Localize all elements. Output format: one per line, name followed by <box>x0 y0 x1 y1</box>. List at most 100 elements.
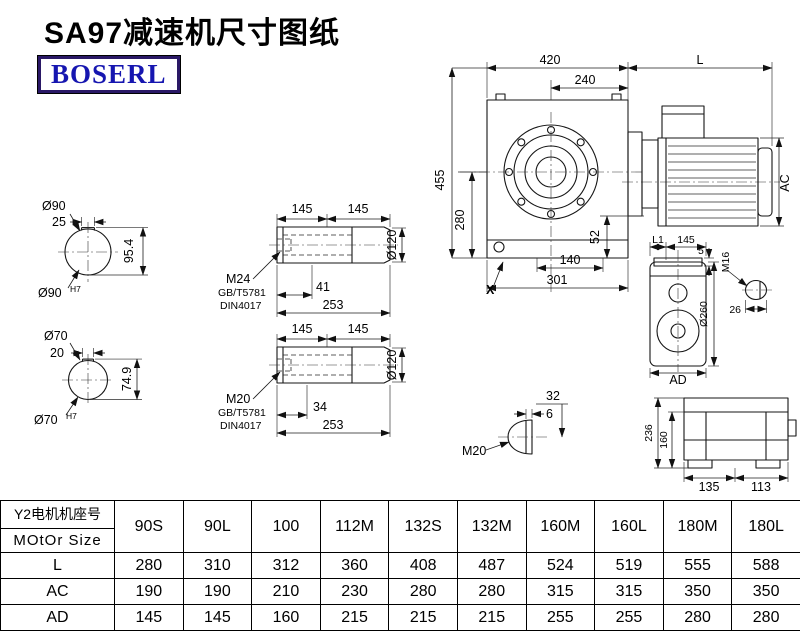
dim-6-label: 6 <box>546 407 553 421</box>
dimension-value-cell: 145 <box>183 605 252 631</box>
dim-160-label: 160 <box>658 431 670 449</box>
motor-size-column-header: 180M <box>663 501 732 553</box>
shaft-plug-view: 6 32 M20 <box>462 389 568 458</box>
motor <box>628 106 772 226</box>
thread-m20b-label: M20 <box>462 444 486 458</box>
dimension-value-cell: 145 <box>115 605 184 631</box>
table-header-row: Y2电机机座号 MOtOr Size 90S 90L 100 112M 132S… <box>1 501 800 553</box>
output-side-view: L1 145 5 M16 Ø260 26 AD <box>650 234 772 387</box>
dimension-value-cell: 215 <box>320 605 389 631</box>
dimension-value-cell: 588 <box>732 553 800 579</box>
dimension-value-cell: 280 <box>457 579 526 605</box>
dimension-value-cell: 230 <box>320 579 389 605</box>
dimension-value-cell: 315 <box>526 579 595 605</box>
dim-34-label: 34 <box>313 400 327 414</box>
fit-70-label: Ø70 <box>34 413 58 427</box>
dimension-row-label: AC <box>1 579 115 605</box>
dimension-value-cell: 360 <box>320 553 389 579</box>
corner-label-en: MOtOr Size <box>1 529 114 552</box>
hollow-shaft-bore-90-view: Ø90 25 95.4 Ø90 H7 <box>38 199 148 300</box>
table-row-L: L 280 310 312 360 408 487 524 519 555 58… <box>1 553 800 579</box>
dim-253b-label: 253 <box>323 418 344 432</box>
x-marker-label: X <box>486 283 495 297</box>
main-front-view: 420 L 240 455 280 52 AC 140 301 X <box>433 53 792 297</box>
dimension-value-cell: 190 <box>183 579 252 605</box>
thread-m24-label: M24 <box>226 272 250 286</box>
dimension-value-cell: 280 <box>663 605 732 631</box>
dim-240-label: 240 <box>575 73 596 87</box>
corner-label-cn: Y2电机机座号 <box>1 501 114 529</box>
dim-140-label: 140 <box>560 253 581 267</box>
motor-size-column-header: 160L <box>595 501 664 553</box>
dimension-value-cell: 350 <box>732 579 800 605</box>
thread-m20-label: M20 <box>226 392 250 406</box>
dimension-value-cell: 315 <box>595 579 664 605</box>
dim-L1-label: L1 <box>652 234 664 246</box>
thread-m16-label: M16 <box>720 252 732 273</box>
dimension-value-cell: 160 <box>252 605 321 631</box>
dimension-value-cell: 255 <box>526 605 595 631</box>
dim-135-label: 135 <box>699 480 720 494</box>
fit-90-label: Ø90 <box>38 286 62 300</box>
dia-90-label: Ø90 <box>42 199 66 213</box>
rear-dimensions <box>658 398 788 478</box>
dim-236-label: 236 <box>643 424 655 442</box>
output-shaft-m24-view: 145 145 Ø120 M24 GB/T5781 DIN4017 41 253 <box>218 202 406 317</box>
dim-253-label: 253 <box>323 298 344 312</box>
dimension-value-cell: 215 <box>389 605 458 631</box>
motor-size-column-header: 112M <box>320 501 389 553</box>
motor-size-column-header: 132M <box>457 501 526 553</box>
dimension-value-cell: 280 <box>115 553 184 579</box>
dia-120b-label: Ø120 <box>385 350 399 381</box>
dim-145d-label: 145 <box>348 322 369 336</box>
motor-size-column-header: 90S <box>115 501 184 553</box>
dim-749-label: 74.9 <box>120 367 134 391</box>
dimension-value-cell: 519 <box>595 553 664 579</box>
dimension-value-cell: 524 <box>526 553 595 579</box>
dimension-value-cell: 408 <box>389 553 458 579</box>
dim-AC-label: AC <box>778 174 792 191</box>
dimension-value-cell: 555 <box>663 553 732 579</box>
dim-L-label: L <box>697 53 704 67</box>
dim-AD-label: AD <box>669 373 686 387</box>
std-gbt5781-label: GB/T5781 <box>218 287 266 299</box>
dim-113-label: 113 <box>751 480 771 494</box>
motor-size-column-header: 180L <box>732 501 800 553</box>
std-din4017b-label: DIN4017 <box>220 420 262 432</box>
dimension-value-cell: 190 <box>115 579 184 605</box>
technical-drawing: 420 L 240 455 280 52 AC 140 301 X <box>0 0 800 500</box>
dia-260-label: Ø260 <box>698 301 710 327</box>
motor-size-column-header: 132S <box>389 501 458 553</box>
motor-size-column-header: 100 <box>252 501 321 553</box>
fit-90-tolerance: H7 <box>70 284 81 294</box>
dim-32-label: 32 <box>546 389 560 403</box>
key-width-20-label: 20 <box>50 346 64 360</box>
hollow-shaft-bore-70-view: Ø70 20 74.9 Ø70 H7 <box>34 329 142 427</box>
dia-120-label: Ø120 <box>385 230 399 261</box>
motor-size-column-header: 90L <box>183 501 252 553</box>
motor-size-column-header: 160M <box>526 501 595 553</box>
std-gbt5781b-label: GB/T5781 <box>218 407 266 419</box>
fit-70-tolerance: H7 <box>66 411 77 421</box>
dimension-row-label: L <box>1 553 115 579</box>
dim-145a-label: 145 <box>292 202 313 216</box>
dim-145c-label: 145 <box>292 322 313 336</box>
dimension-value-cell: 255 <box>595 605 664 631</box>
table-row-AD: AD 145 145 160 215 215 215 255 255 280 2… <box>1 605 800 631</box>
output-shaft-m20-view: 145 145 Ø120 M20 GB/T5781 DIN4017 34 253 <box>218 322 406 437</box>
dimension-row-label: AD <box>1 605 115 631</box>
dim-455-label: 455 <box>433 170 447 191</box>
rear-body <box>684 398 796 468</box>
dim-52-label: 52 <box>588 230 602 244</box>
dimension-value-cell: 350 <box>663 579 732 605</box>
dimension-value-cell: 487 <box>457 553 526 579</box>
dim-954-label: 95.4 <box>122 239 136 263</box>
dim-145b-label: 145 <box>348 202 369 216</box>
dimension-value-cell: 310 <box>183 553 252 579</box>
dim-301-label: 301 <box>547 273 568 287</box>
bore-90-extensions <box>82 217 148 275</box>
motor-size-table: Y2电机机座号 MOtOr Size 90S 90L 100 112M 132S… <box>0 500 800 631</box>
dia-70-label: Ø70 <box>44 329 68 343</box>
dimension-value-cell: 312 <box>252 553 321 579</box>
dimension-value-cell: 280 <box>732 605 800 631</box>
